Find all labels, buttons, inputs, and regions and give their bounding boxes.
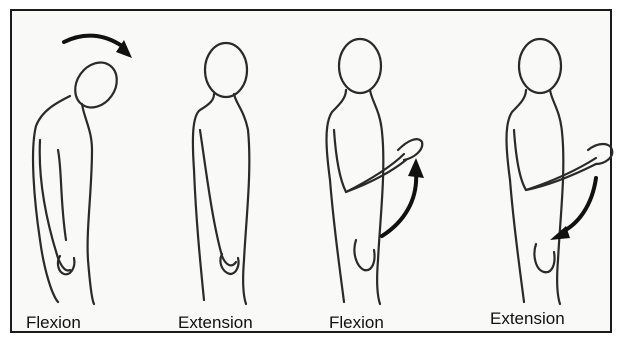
figure-neck-flexion (33, 54, 125, 304)
caption-neck-flexion: Flexion (26, 313, 81, 333)
figure-elbow-flexion (327, 39, 423, 304)
caption-elbow-flexion: Flexion (329, 313, 384, 333)
figure-elbow-extension (507, 39, 613, 304)
elbow-flexion-arrow (382, 172, 416, 236)
elbow-extension-arrow (562, 178, 596, 232)
caption-neck-extension: Extension (178, 313, 253, 333)
elbow-flexion-arrowhead (408, 158, 424, 178)
caption-elbow-extension: Extension (490, 309, 565, 329)
neck-flexion-arrow (64, 36, 122, 46)
figure-neck-extension (193, 43, 249, 304)
